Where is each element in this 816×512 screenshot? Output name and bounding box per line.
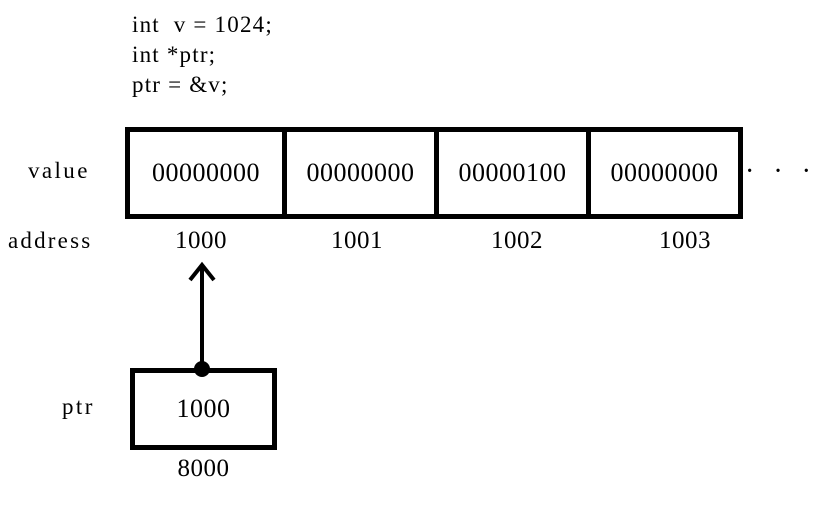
address-label-1002: 1002 bbox=[491, 227, 543, 254]
value-row-label: value bbox=[28, 158, 90, 183]
code-line-2: int *ptr; bbox=[132, 42, 217, 67]
address-row: 1000 1001 1002 1003 bbox=[125, 227, 783, 255]
address-row-label: address bbox=[8, 228, 93, 253]
memory-cell-row: 00000000 00000000 00000100 00000000 bbox=[125, 127, 743, 219]
code-line-3: ptr = &v; bbox=[132, 72, 229, 97]
memory-cell-1003: 00000000 bbox=[586, 132, 738, 214]
pointer-arrow-icon bbox=[188, 261, 216, 378]
memory-continues-ellipsis: · · · bbox=[745, 156, 816, 187]
pointer-variable-label: ptr bbox=[62, 394, 95, 419]
code-line-1: int v = 1024; bbox=[132, 12, 273, 37]
address-label-1000: 1000 bbox=[175, 227, 227, 254]
code-snippet: int v = 1024; int *ptr; ptr = &v; bbox=[132, 10, 273, 100]
memory-cell-1002: 00000100 bbox=[434, 132, 586, 214]
memory-cell-1000: 00000000 bbox=[130, 132, 282, 214]
pointer-value-box: 1000 bbox=[130, 368, 277, 450]
address-label-1001: 1001 bbox=[331, 227, 383, 254]
address-label-1003: 1003 bbox=[659, 227, 711, 254]
memory-cell-1001: 00000000 bbox=[282, 132, 434, 214]
pointer-origin-dot-icon bbox=[194, 361, 210, 377]
pointer-address-label: 8000 bbox=[177, 455, 230, 482]
